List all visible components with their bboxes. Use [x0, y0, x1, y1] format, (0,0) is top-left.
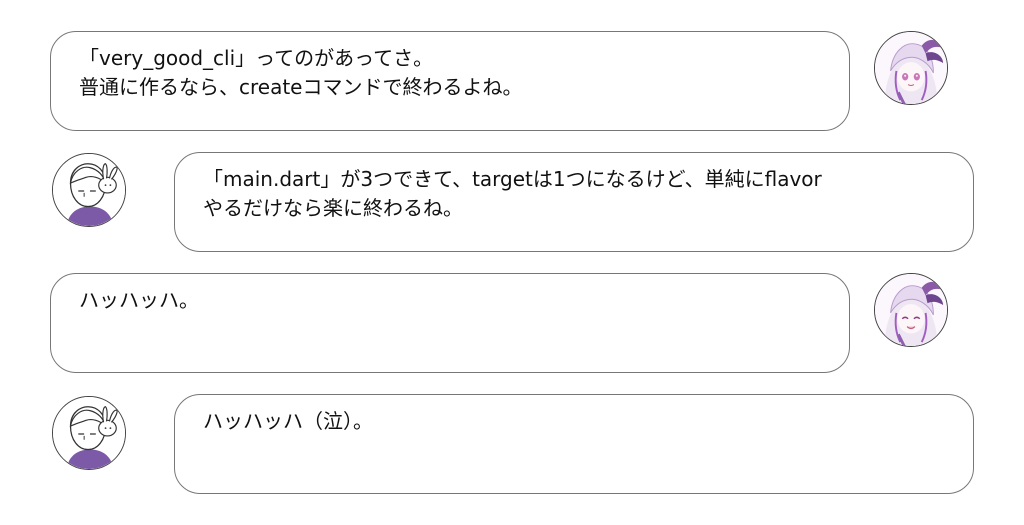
boy-with-rabbit-avatar-icon	[52, 396, 126, 470]
demon-girl-avatar-icon	[874, 273, 948, 347]
message-bubble: ハッハッハ（泣）。	[174, 394, 974, 494]
message-bubble: ハッハッハ。	[50, 273, 850, 373]
demon-girl-avatar-icon	[874, 31, 948, 105]
message-bubble: 「very_good_cli」ってのがあってさ。 普通に作るなら、createコ…	[50, 31, 850, 131]
message-bubble: 「main.dart」が3つできて、targetは1つになるけど、単純にflav…	[174, 152, 974, 252]
boy-with-rabbit-avatar-icon	[52, 153, 126, 227]
